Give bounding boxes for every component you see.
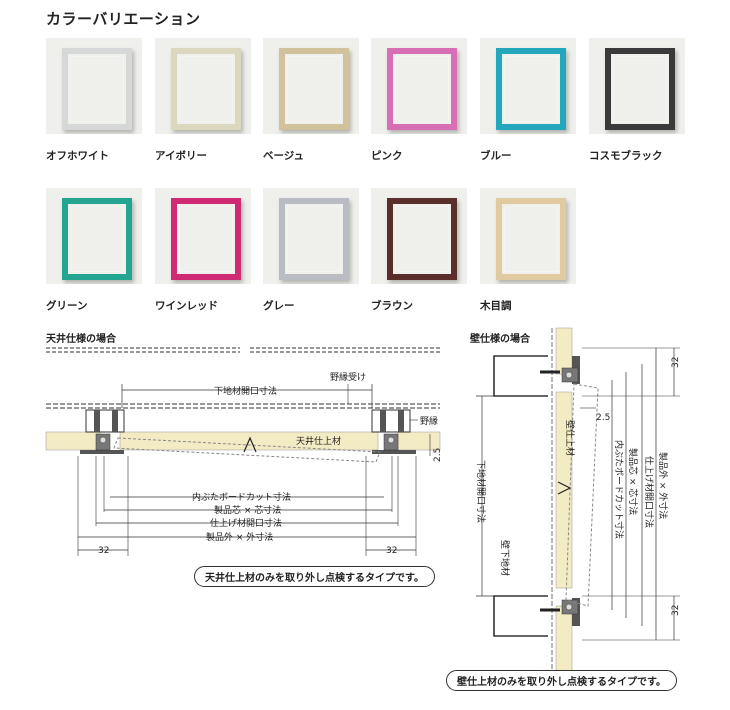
access-panel-frame xyxy=(171,48,241,130)
ceiling-finish-opening-label: 仕上げ材開口寸法 xyxy=(210,517,282,529)
ceiling-noen-label: 野縁 xyxy=(420,415,438,427)
wall-dim32-bottom: 32 xyxy=(671,605,681,616)
color-swatch xyxy=(480,38,576,134)
wall-note: 壁仕上材のみを取り外し点検するタイプです。 xyxy=(446,670,677,691)
access-panel-frame xyxy=(496,48,566,130)
wall-heading: 壁仕様の場合 xyxy=(470,332,531,345)
ceiling-dim25: 2.5 xyxy=(433,448,443,462)
color-name-label: コスモブラック xyxy=(589,150,663,162)
wall-outer-label: 製品外 × 外寸法 xyxy=(657,452,669,519)
color-name-label: ワインレッド xyxy=(155,300,218,312)
ceiling-dim32-right: 32 xyxy=(386,546,397,556)
ceiling-finish-left xyxy=(45,431,101,451)
color-name-label: ピンク xyxy=(371,150,403,162)
wall-base-label: 壁下地材 xyxy=(499,540,511,576)
ceiling-core-label: 製品芯 × 芯寸法 xyxy=(214,504,281,516)
ceiling-opening-label: 下地材開口寸法 xyxy=(214,385,277,397)
ceiling-outer-label: 製品外 × 外寸法 xyxy=(206,531,273,543)
ceiling-frame-right xyxy=(371,409,416,454)
access-panel-frame xyxy=(171,198,241,280)
wall-finish-label: 壁仕上材 xyxy=(564,420,576,456)
access-panel-frame xyxy=(279,198,349,280)
ceiling-heading: 天井仕様の場合 xyxy=(46,332,117,345)
wall-lid-dashed xyxy=(565,383,599,607)
ceiling-note: 天井仕上材のみを取り外し点検するタイプです。 xyxy=(194,566,435,587)
color-swatch xyxy=(480,188,576,284)
color-swatch xyxy=(371,188,467,284)
wall-core-label: 製品芯 × 芯寸法 xyxy=(627,448,639,515)
ceiling-noen-receiver-label: 野縁受け xyxy=(330,371,366,383)
access-panel-frame xyxy=(62,198,132,280)
color-name-label: ブラウン xyxy=(371,300,413,312)
access-panel-frame xyxy=(62,48,132,130)
ceiling-finish-right xyxy=(397,431,441,451)
wall-dim32-top: 32 xyxy=(671,357,681,368)
color-swatch xyxy=(155,38,251,134)
color-name-label: オフホワイト xyxy=(46,150,109,162)
ceiling-finish-label: 天井仕上材 xyxy=(296,435,341,447)
wall-frame-top xyxy=(540,356,580,384)
color-name-label: ブルー xyxy=(480,150,512,162)
color-name-label: アイボリー xyxy=(155,150,207,162)
ceiling-dim32-left: 32 xyxy=(98,546,109,556)
color-swatch xyxy=(155,188,251,284)
wall-channel-bottom xyxy=(493,595,548,637)
wall-lid-cut-label: 内ぶたボードカット寸法 xyxy=(613,440,625,539)
wall-frame-bottom xyxy=(540,598,580,626)
color-swatch xyxy=(46,188,142,284)
wall-finish-top xyxy=(555,327,573,375)
color-variation-title: カラーバリエーション xyxy=(46,10,201,28)
color-swatch xyxy=(589,38,685,134)
wall-finish-opening-label: 仕上げ材開口寸法 xyxy=(643,456,655,528)
ceiling-frame-left xyxy=(80,409,125,454)
access-panel-frame xyxy=(279,48,349,130)
access-panel-frame xyxy=(387,48,457,130)
color-swatch xyxy=(263,38,359,134)
color-name-label: グレー xyxy=(263,300,295,312)
access-panel-frame xyxy=(496,198,566,280)
color-swatch xyxy=(46,38,142,134)
wall-dim25: 2.5 xyxy=(596,413,610,423)
color-swatch xyxy=(263,188,359,284)
color-name-label: 木目調 xyxy=(480,300,512,312)
access-panel-frame xyxy=(605,48,675,130)
access-panel-frame xyxy=(387,198,457,280)
color-name-label: ベージュ xyxy=(263,150,305,162)
wall-opening-label: 下地材開口寸法 xyxy=(475,460,487,523)
ceiling-lid-cut-label: 内ぶたボードカット寸法 xyxy=(192,491,291,503)
color-name-label: グリーン xyxy=(46,300,88,312)
wall-channel-top xyxy=(493,355,548,397)
color-swatch xyxy=(371,38,467,134)
